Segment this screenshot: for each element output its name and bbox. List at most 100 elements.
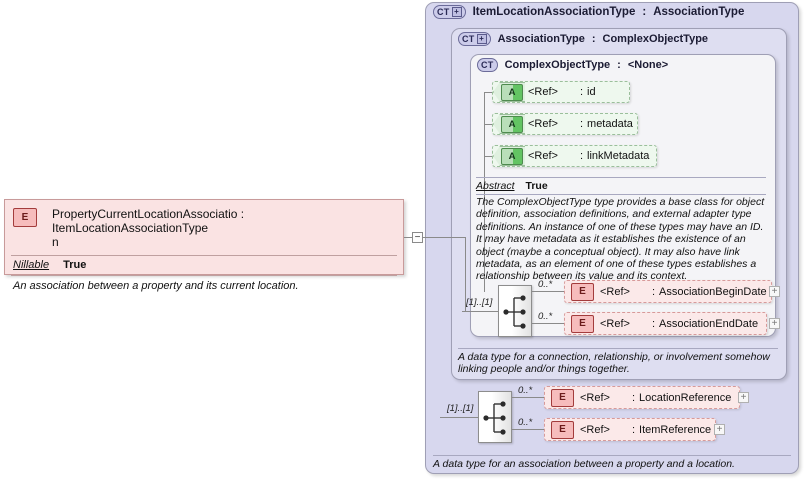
attribute-badge-icon: A	[501, 147, 523, 165]
sequence-icon	[503, 295, 526, 329]
attribute-badge-label: A	[508, 118, 516, 130]
element-row-associationbegindate[interactable]: E <Ref> : AssociationBeginDate	[564, 280, 772, 303]
divider	[11, 255, 397, 256]
abstract-value: True	[525, 180, 548, 192]
element-separator: :	[631, 391, 636, 404]
type-title-complexobjecttype: CT ComplexObjectType : <None>	[477, 58, 668, 72]
attribute-separator: :	[579, 118, 584, 130]
cardinality-label: 0..*	[538, 279, 553, 290]
attribute-row-id[interactable]: A <Ref> : id	[492, 81, 630, 103]
element-to-type-line	[423, 237, 465, 238]
element-row-itemreference[interactable]: E <Ref> : ItemReference	[544, 418, 716, 441]
complextype-badge-icon[interactable]: CT+	[458, 32, 491, 46]
attribute-branch-line	[484, 124, 496, 125]
documentation-itemlocationassociationtype: A data type for an association between a…	[433, 458, 735, 470]
attribute-branch-line	[484, 156, 496, 157]
element-name: AssociationBeginDate	[659, 285, 767, 298]
complextype-badge-icon[interactable]: CT+	[433, 5, 466, 19]
element-name: AssociationEndDate	[659, 317, 759, 330]
plus-icon: +	[716, 424, 723, 435]
element-separator: :	[631, 423, 636, 436]
type-name: ItemLocationAssociationType	[472, 6, 636, 18]
element-badge-icon: E	[551, 388, 574, 407]
element-badge-icon: E	[571, 282, 594, 301]
property-key: Nillable	[13, 259, 50, 271]
type-separator: :	[591, 33, 596, 45]
sequence-outbound-line	[512, 397, 544, 398]
element-ref-label: <Ref>	[580, 423, 610, 436]
ct-badge-label: CT	[462, 34, 475, 44]
element-ref-label: <Ref>	[580, 391, 610, 404]
abstract-key: Abstract	[476, 180, 515, 192]
attribute-ref-label: <Ref>	[528, 86, 558, 98]
complextype-badge-icon[interactable]: CT	[477, 58, 498, 72]
abstract-property: Abstract True	[476, 180, 548, 192]
element-separator: :	[651, 317, 656, 330]
element-box-propertycurrentlocationassociation[interactable]: E PropertyCurrentLocationAssociatio : It…	[4, 199, 404, 292]
attribute-row-linkmetadata[interactable]: A <Ref> : linkMetadata	[492, 145, 657, 167]
element-ref-label: <Ref>	[600, 285, 630, 298]
property-value: True	[63, 259, 87, 271]
element-to-type-line	[404, 237, 413, 238]
attribute-badge-icon: A	[501, 83, 523, 101]
element-name: ItemReference	[639, 423, 712, 436]
element-badge-label: E	[559, 424, 566, 435]
expand-plus-icon[interactable]: +	[476, 34, 487, 44]
attribute-name: metadata	[587, 118, 633, 130]
cardinality-label: 0..*	[518, 417, 533, 428]
element-name-wrap: n	[52, 235, 59, 249]
attribute-badge-icon: A	[501, 115, 523, 133]
type-separator: :	[617, 59, 621, 71]
type-title-itemlocationassociationtype: CT+ ItemLocationAssociationType : Associ…	[433, 5, 744, 19]
attribute-name: id	[587, 86, 596, 98]
type-entry-line	[465, 237, 466, 311]
type-base: <None>	[627, 59, 669, 71]
ct-badge-label: CT	[481, 60, 494, 70]
element-badge-icon: E	[571, 314, 594, 333]
element-badge-icon: E	[13, 208, 37, 227]
collapse-button-main-element[interactable]: −	[412, 232, 423, 243]
element-property-nillable: Nillable True	[5, 256, 403, 275]
element-badge-label: E	[559, 392, 566, 403]
element-row-associationenddate[interactable]: E <Ref> : AssociationEndDate	[564, 312, 767, 335]
divider	[476, 194, 766, 195]
attribute-ref-label: <Ref>	[528, 150, 558, 162]
element-badge-icon: E	[551, 420, 574, 439]
expand-button-locationreference[interactable]: +	[738, 392, 749, 403]
documentation-associationtype: A data type for a connection, relationsh…	[458, 351, 770, 376]
element-header: E PropertyCurrentLocationAssociatio : It…	[5, 200, 403, 255]
attribute-branch-line	[484, 92, 496, 93]
attribute-badge-label: A	[508, 150, 516, 162]
type-separator: :	[642, 6, 647, 18]
attribute-name: linkMetadata	[587, 150, 650, 162]
divider	[433, 455, 791, 456]
element-separator: :	[651, 285, 656, 298]
expand-button-itemreference[interactable]: +	[714, 424, 725, 435]
element-row-locationreference[interactable]: E <Ref> : LocationReference	[544, 386, 740, 409]
documentation-complexobjecttype: The ComplexObjectType type provides a ba…	[476, 196, 765, 283]
expand-button-associationbegindate[interactable]: +	[769, 286, 780, 297]
attribute-spine-line	[484, 92, 485, 292]
element-badge-label: E	[21, 212, 29, 223]
expand-button-associationenddate[interactable]: +	[769, 318, 780, 329]
plus-icon: +	[771, 286, 778, 297]
attribute-separator: :	[579, 150, 584, 162]
expand-plus-icon[interactable]: +	[451, 7, 462, 17]
element-name: PropertyCurrentLocationAssociatio	[52, 207, 238, 221]
minus-icon: −	[414, 232, 421, 243]
sequence-inbound-line	[462, 311, 498, 312]
divider	[458, 348, 778, 349]
type-base: AssociationType	[653, 6, 745, 18]
sequence-compositor-association-dates[interactable]	[498, 285, 532, 337]
type-name: AssociationType	[497, 33, 585, 45]
plus-icon: +	[771, 318, 778, 329]
sequence-outbound-line	[512, 429, 544, 430]
divider	[11, 275, 397, 276]
element-type: ItemLocationAssociationType	[52, 221, 209, 235]
sequence-compositor-references[interactable]	[478, 391, 512, 443]
element-documentation: An association between a property and it…	[13, 280, 299, 292]
element-badge-label: E	[579, 318, 586, 329]
attribute-badge-label: A	[508, 86, 516, 98]
attribute-row-metadata[interactable]: A <Ref> : metadata	[492, 113, 638, 135]
attribute-separator: :	[579, 86, 584, 98]
